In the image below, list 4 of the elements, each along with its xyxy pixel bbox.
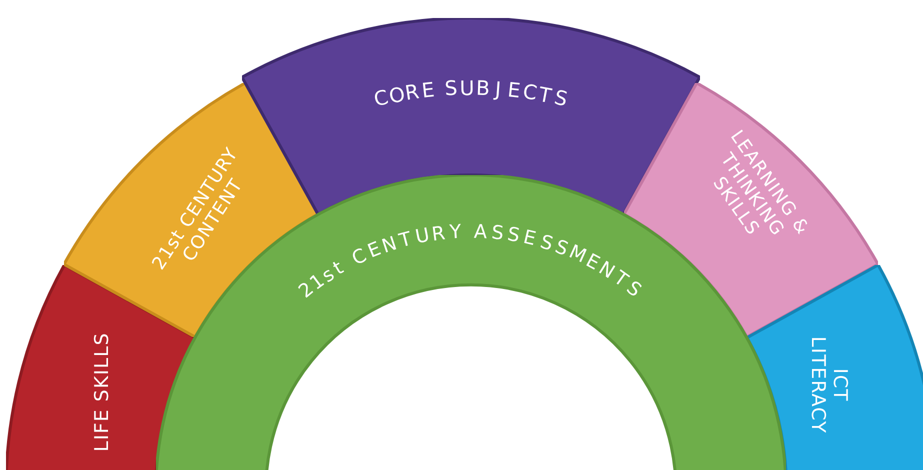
segment-label: LIFE SKILLS xyxy=(90,331,114,454)
segment-label: 21st CENTURY ASSESSMENTS xyxy=(296,222,644,302)
segment-label: CORE SUBJECTS xyxy=(370,77,570,110)
segment-label: ICT LITERACY xyxy=(806,335,852,436)
